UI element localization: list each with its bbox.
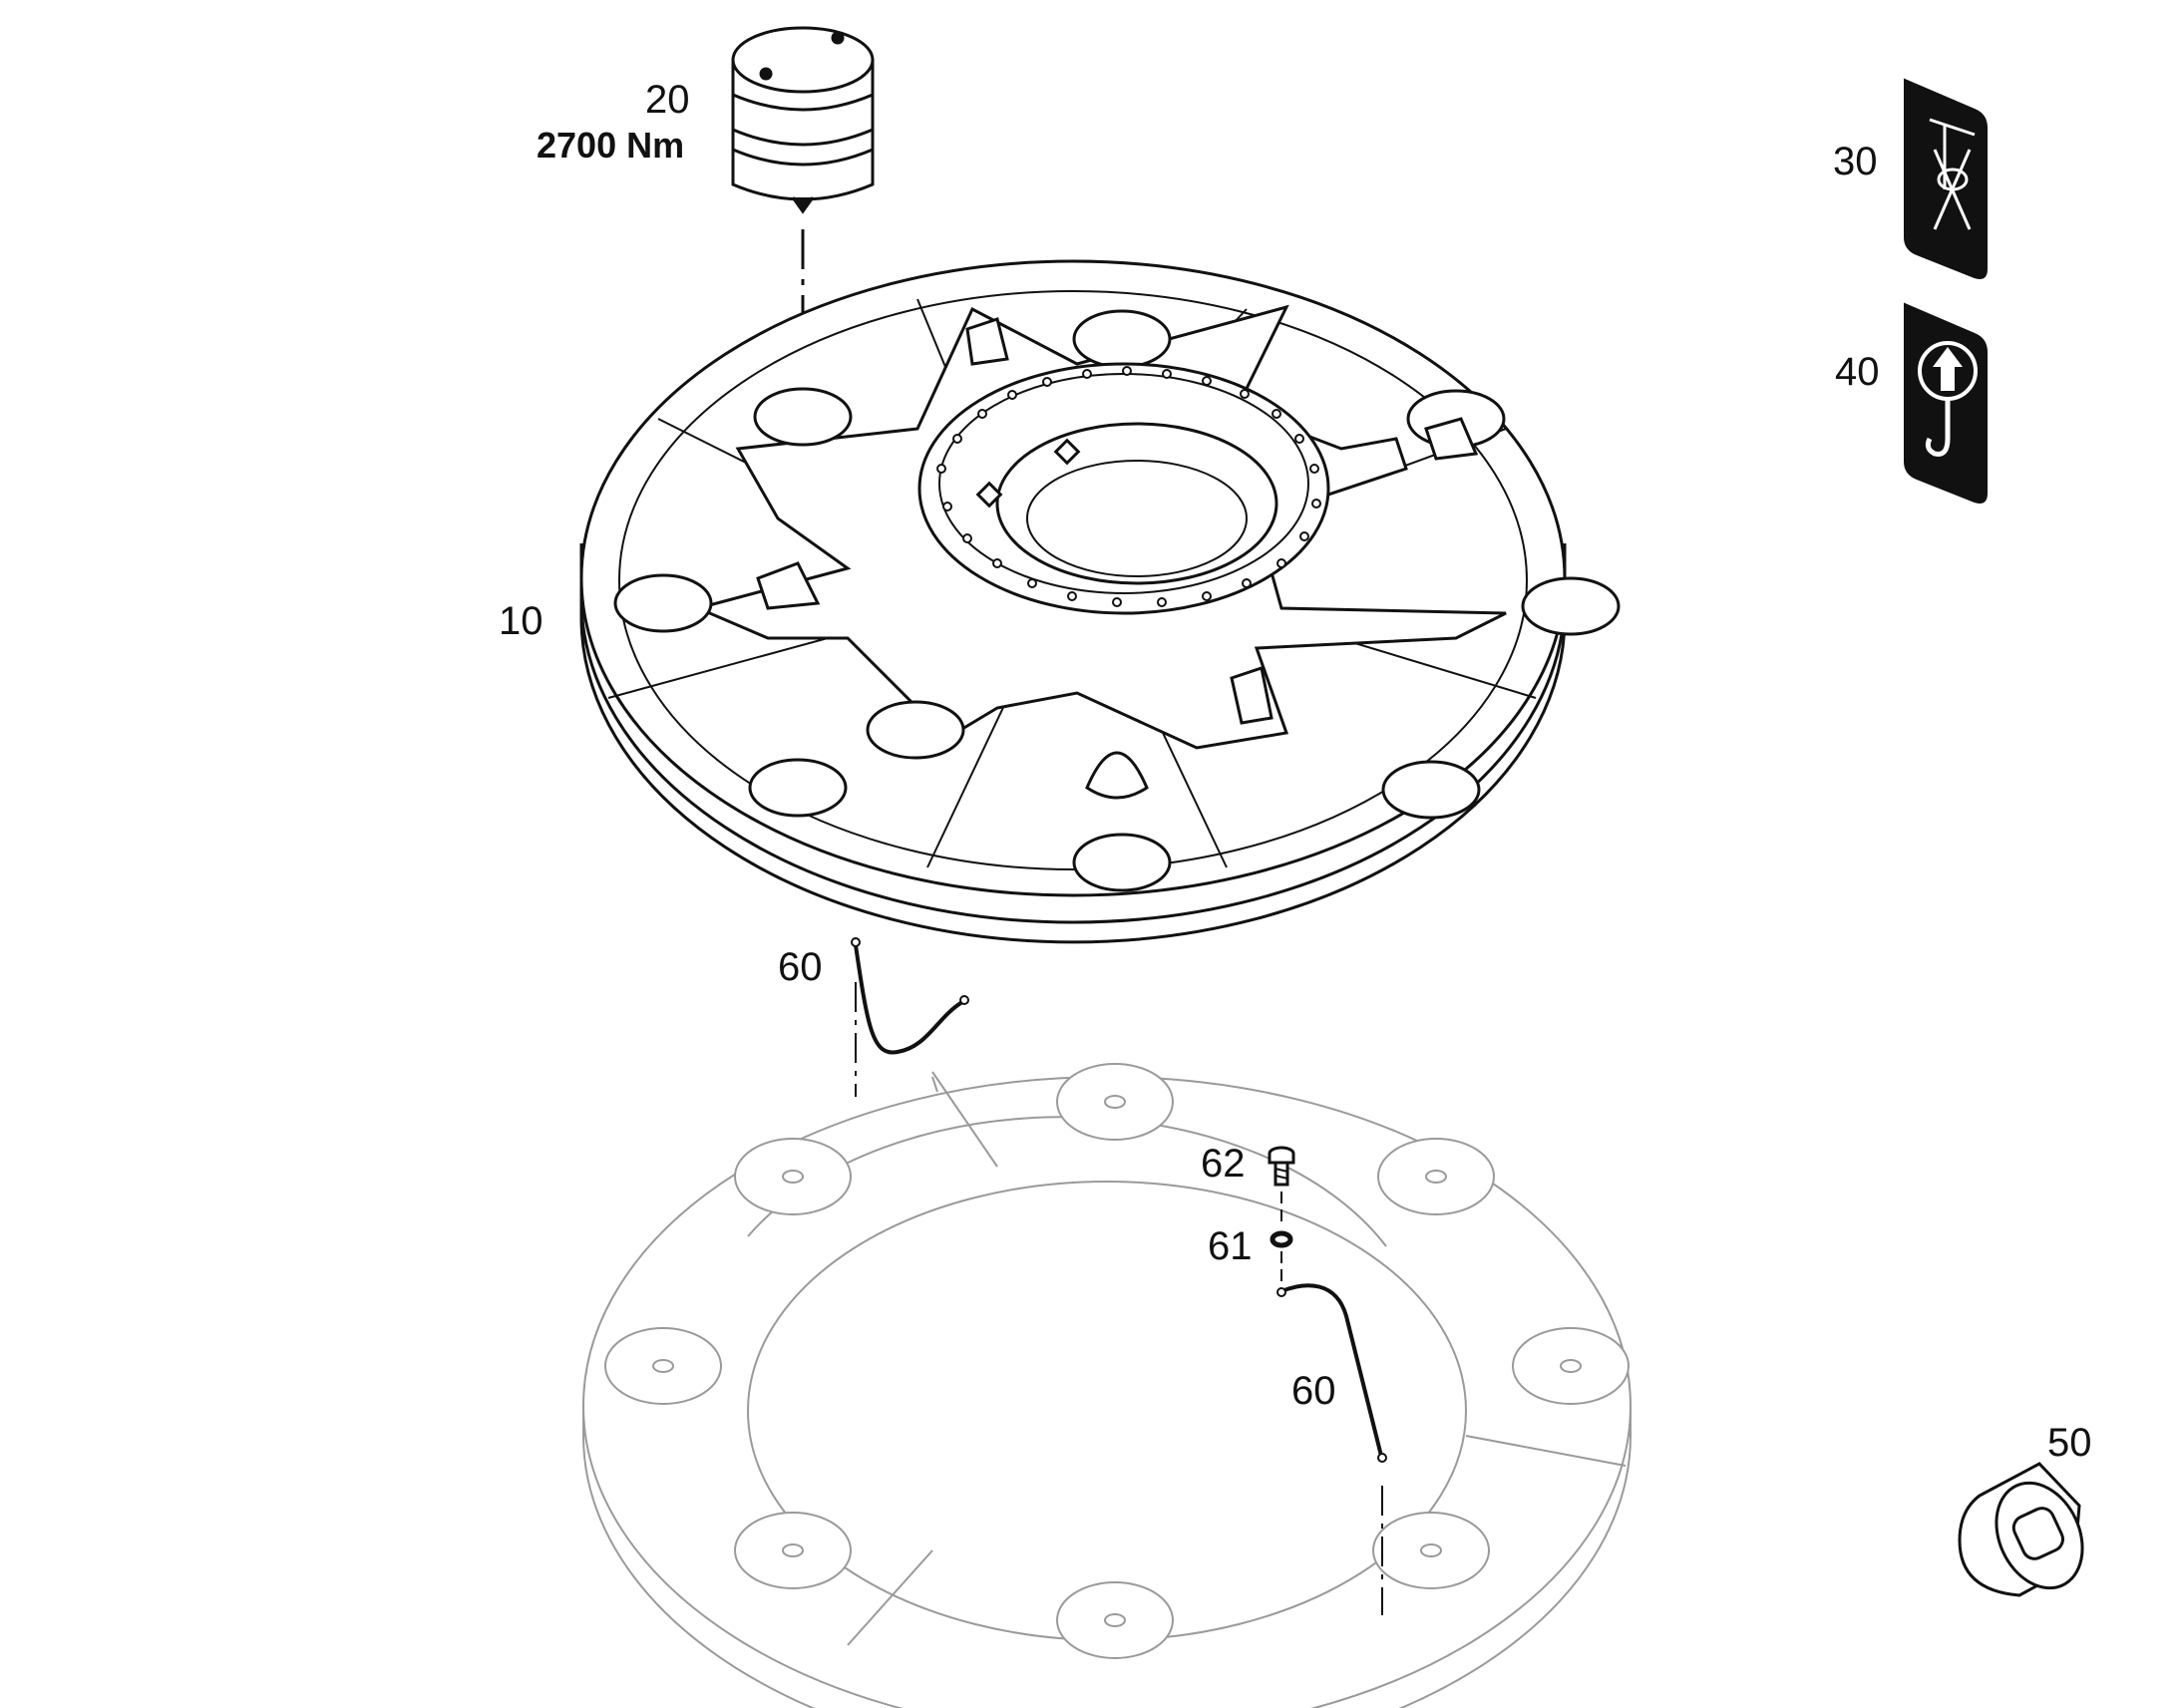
callout-sign-warning: 30 — [1833, 140, 1878, 183]
callout-cable-right: 60 — [1291, 1369, 1336, 1413]
hub-bolt-holes — [936, 366, 1321, 607]
callout-counterweight: 10 — [499, 599, 544, 643]
cable-right-part — [1276, 1283, 1387, 1463]
callout-sign-lifting: 40 — [1835, 350, 1880, 394]
callout-washer: 61 — [1208, 1224, 1253, 1268]
counterweight-part — [579, 259, 1621, 944]
callout-screw: 62 — [1201, 1142, 1246, 1186]
screw-part — [1268, 1146, 1295, 1187]
callout-plug-torque: 2700 Nm — [537, 125, 685, 166]
cable-left-part — [851, 937, 969, 1055]
warning-sign-part — [1904, 78, 1988, 279]
base-ring-part — [582, 1063, 1632, 1708]
lifting-sign-part — [1904, 302, 1988, 504]
callout-cable-left: 60 — [778, 945, 823, 989]
plug-part — [731, 26, 875, 214]
callout-plug: 20 — [645, 78, 690, 122]
callout-sleeve: 50 — [2047, 1421, 2092, 1465]
sleeve-part — [1958, 1462, 2084, 1597]
washer-part — [1270, 1230, 1293, 1248]
